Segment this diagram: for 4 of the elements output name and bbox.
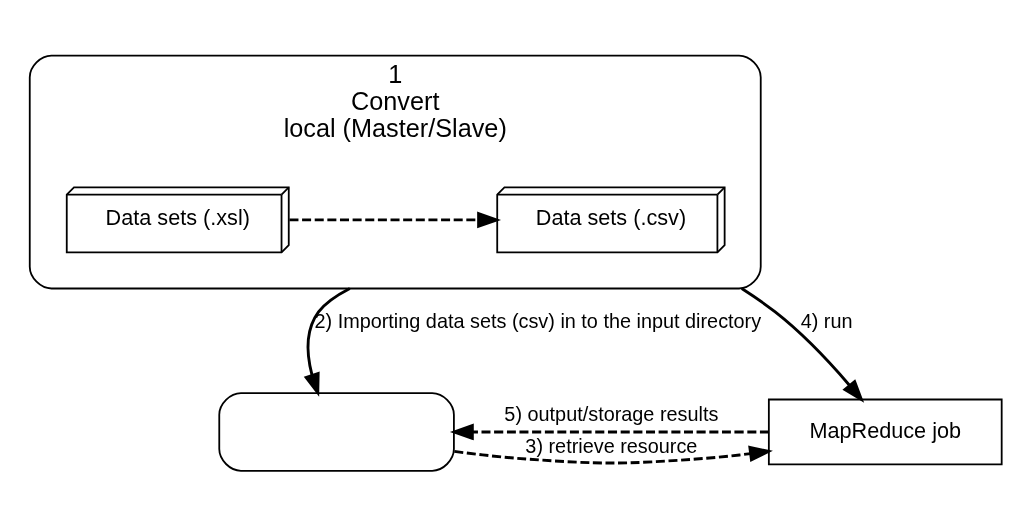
edge-label: 4) run bbox=[800, 309, 853, 332]
edge-label: 5) output/storage results bbox=[504, 402, 719, 425]
edge-label: 2) Importing data sets (csv) in to the input directory bbox=[314, 309, 762, 332]
edge-label: 3) retrieve resource bbox=[525, 434, 698, 457]
